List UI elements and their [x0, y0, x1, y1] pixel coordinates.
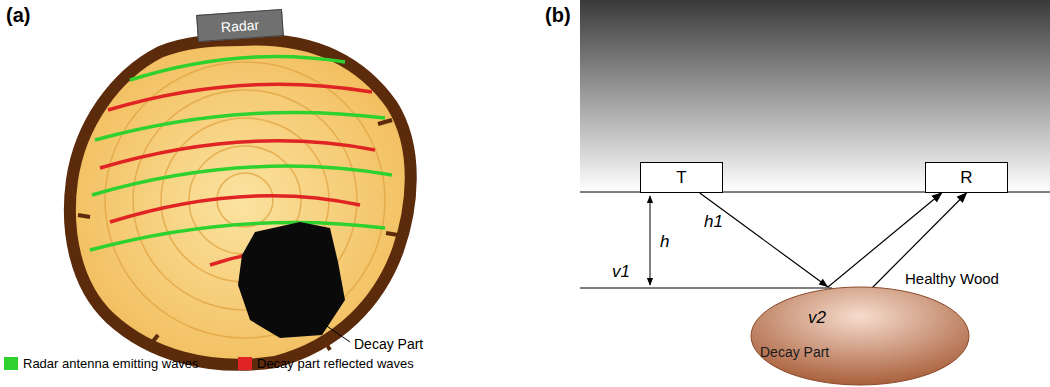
- panel-label: (a): [6, 4, 30, 27]
- bark: [70, 40, 411, 365]
- growth-rings: [105, 62, 385, 338]
- decay-area: [238, 222, 345, 338]
- dimension-label: v2: [808, 308, 826, 328]
- ellipse-outline: [750, 286, 970, 386]
- tree-section: [70, 40, 411, 365]
- dimension-label: h: [660, 232, 669, 252]
- region-label: Healthy Wood: [905, 270, 999, 287]
- dimension-label: h1: [704, 212, 723, 232]
- part-label: Decay Part: [354, 336, 423, 352]
- node-text: R: [960, 168, 972, 188]
- arrow-head: [819, 279, 828, 287]
- legend-item: Radar antenna emitting waves: [4, 356, 199, 371]
- node-text: Radar: [220, 16, 259, 35]
- depth-arrow: [650, 196, 651, 285]
- leader-line: [318, 320, 350, 342]
- interface-line: [580, 288, 832, 289]
- decay-ellipse: Decay Part: [750, 286, 970, 386]
- antenna-box: R: [925, 162, 1008, 193]
- node-text: Decay Part: [760, 344, 829, 360]
- bark-cracks: [78, 120, 398, 350]
- antenna-housing: [580, 0, 1050, 192]
- legend-swatch: [4, 357, 18, 370]
- legend-text: Decay part reflected waves: [257, 356, 414, 371]
- legend-item: Decay part reflected waves: [238, 356, 414, 371]
- node-text: T: [676, 168, 686, 188]
- panel-label: (b): [545, 4, 571, 27]
- dimension-label: v1: [612, 262, 630, 282]
- legend-text: Radar antenna emitting waves: [23, 356, 199, 371]
- wave-arcs: [90, 56, 392, 265]
- antenna-box: T: [640, 162, 723, 193]
- legend-swatch: [238, 357, 252, 370]
